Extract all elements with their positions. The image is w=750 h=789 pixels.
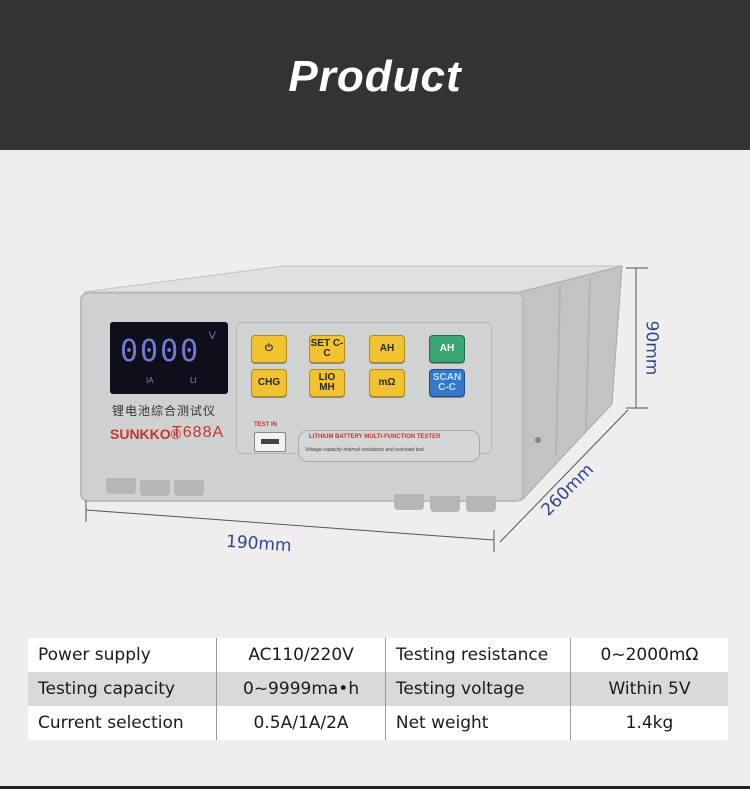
device-foot: [140, 480, 170, 496]
spec-label: Power supply: [28, 638, 217, 672]
page-title: Product: [288, 52, 462, 101]
display-label-b: LI: [190, 376, 197, 385]
table-row: Testing capacity 0~9999ma•h Testing volt…: [28, 672, 728, 706]
lio-mh-key[interactable]: LIO MH: [309, 369, 345, 397]
set-cc-key[interactable]: SET C-C: [309, 335, 345, 363]
product-image: 0000 V IA LI ⏻ SET C-C AH AH CHG LIO MH …: [80, 265, 623, 512]
power-key[interactable]: ⏻: [251, 335, 287, 363]
model-name: T688A: [172, 424, 225, 441]
usb-port: [254, 432, 286, 452]
display-unit: V: [208, 330, 216, 342]
usb-label: TEST IN: [254, 422, 278, 428]
spec-label: Testing resistance: [384, 638, 571, 672]
device-body-shapes: [83, 265, 623, 502]
digital-display: 0000 V IA LI: [110, 322, 228, 394]
device-foot: [394, 494, 424, 510]
spec-value: 0~9999ma•h: [216, 672, 386, 706]
spec-label: Testing voltage: [384, 672, 571, 706]
ah-key[interactable]: AH: [369, 335, 405, 363]
table-row: Power supply AC110/220V Testing resistan…: [28, 638, 728, 672]
ah-reset-key[interactable]: AH: [429, 335, 465, 363]
table-row: Current selection 0.5A/1A/2A Net weight …: [28, 706, 728, 740]
spec-value: 0.5A/1A/2A: [216, 706, 386, 740]
spec-label: Current selection: [28, 706, 217, 740]
scan-cc-key[interactable]: SCAN C-C: [429, 369, 465, 397]
header-banner: Product: [0, 0, 750, 150]
spec-value: AC110/220V: [216, 638, 386, 672]
display-label-a: IA: [146, 376, 154, 385]
device-foot: [106, 478, 136, 494]
spec-value: Within 5V: [569, 672, 728, 706]
bottom-divider: [0, 786, 750, 789]
tagline-subtitle: Voltage-capacity-internal resistance and…: [305, 447, 424, 453]
chinese-label: 锂电池综合测试仪: [112, 404, 217, 418]
milliohm-key[interactable]: mΩ: [369, 369, 405, 397]
tagline-plate: LITHIUM BATTERY MULTI-FUNCTION TESTER Vo…: [298, 430, 480, 462]
spec-value: 1.4kg: [569, 706, 728, 740]
chg-key[interactable]: CHG: [251, 369, 287, 397]
display-digits: 0000: [120, 334, 201, 369]
device-foot: [466, 496, 496, 512]
brand-logo: SUNKKO®: [110, 426, 181, 442]
device-foot: [174, 480, 204, 496]
dimension-lines: [85, 267, 648, 552]
device-foot: [430, 496, 460, 512]
spec-label: Net weight: [384, 706, 571, 740]
spec-value: 0~2000mΩ: [569, 638, 728, 672]
tagline-title: LITHIUM BATTERY MULTI-FUNCTION TESTER: [309, 434, 441, 440]
height-dimension-label: 90mm: [641, 320, 662, 376]
spec-table: Power supply AC110/220V Testing resistan…: [28, 638, 728, 740]
spec-label: Testing capacity: [28, 672, 217, 706]
